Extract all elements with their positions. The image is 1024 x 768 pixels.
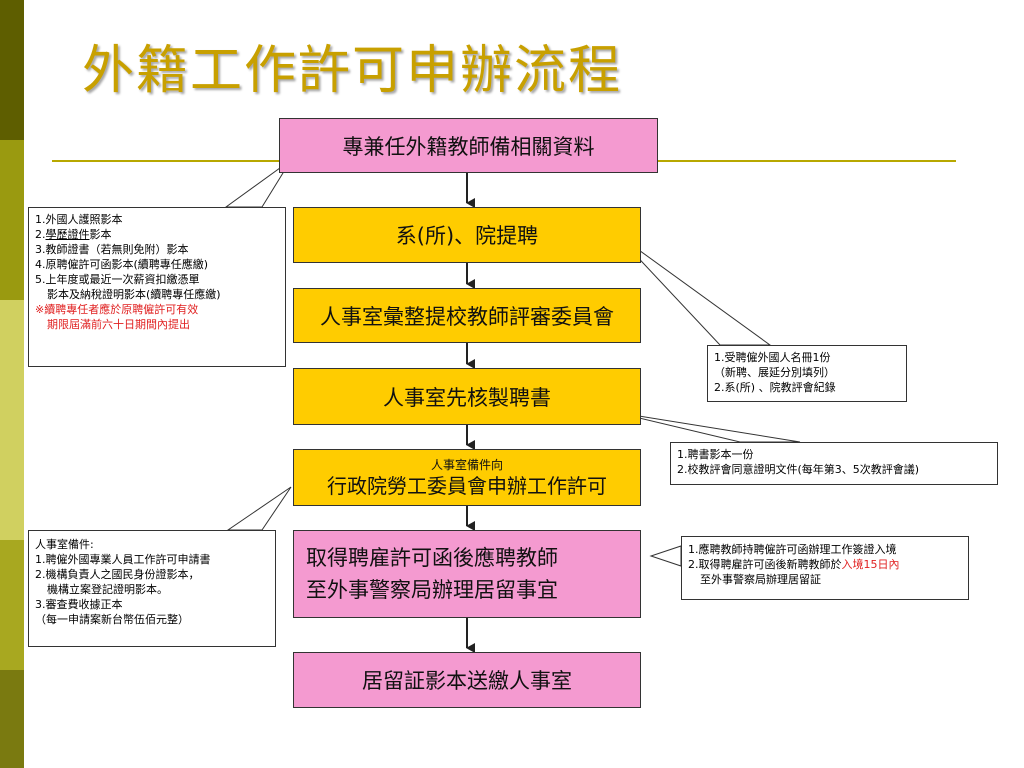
sidebar-decoration <box>0 0 24 768</box>
note-line: 1.聘僱外國專業人員工作許可申請書 <box>35 553 211 566</box>
note-line: 1.應聘教師持聘僱許可函辦理工作簽證入境 <box>688 543 897 556</box>
step-label: 人事室彙整提校教師評審委員會 <box>320 304 614 329</box>
sidebar-segment <box>0 140 24 300</box>
step-label: 行政院勞工委員會申辦工作許可 <box>327 473 607 498</box>
note-line: 2.校教評會同意證明文件(每年第3、5次教評會議) <box>677 463 920 476</box>
step-sublabel: 人事室備件向 <box>430 457 503 472</box>
step-label-line1: 取得聘雇許可函後應聘教師 <box>306 546 558 570</box>
sidebar-segment <box>0 0 24 140</box>
note-line: 3.審查費收據正本 <box>35 598 123 611</box>
note-warning-line: ※續聘專任者應於原聘僱許可有效 <box>35 303 199 316</box>
title-divider-right <box>658 160 956 162</box>
note-line: 2.取得聘雇許可函後新聘教師於入境15日內 <box>688 558 900 571</box>
note-contract-documents: 1.聘書影本一份 2.校教評會同意證明文件(每年第3、5次教評會議) <box>670 442 998 485</box>
title-divider-left <box>52 160 280 162</box>
note-line: （新聘、展延分別填列） <box>714 366 835 379</box>
sidebar-segment <box>0 540 24 670</box>
callout-pointer <box>613 411 801 443</box>
note-police-registration: 1.應聘教師持聘僱許可函辦理工作簽證入境 2.取得聘雇許可函後新聘教師於入境15… <box>681 536 969 600</box>
note-line: （每一申請案新台幣伍佰元整） <box>35 613 189 626</box>
note-line: 2.系(所) 、院教評會紀錄 <box>714 381 836 394</box>
note-line: 影本及納稅證明影本(續聘專任應繳) <box>47 288 221 301</box>
step-prepare-documents: 專兼任外籍教師備相關資料 <box>279 118 658 173</box>
step-label-line2: 至外事警察局辦理居留事宜 <box>306 578 558 602</box>
step-label: 專兼任外籍教師備相關資料 <box>342 134 595 159</box>
sidebar-segment <box>0 670 24 768</box>
step-apply-work-permit: 人事室備件向 行政院勞工委員會申辦工作許可 <box>293 449 641 506</box>
page-title: 外籍工作許可申辦流程 <box>82 41 623 101</box>
step-label: 居留証影本送繳人事室 <box>362 669 572 693</box>
note-line: 1.外國人護照影本 <box>35 213 123 226</box>
note-line: 1.受聘僱外國人名冊1份 <box>714 351 831 364</box>
note-warning-line: 期限屆滿前六十日期間內提出 <box>47 318 190 331</box>
step-submit-residence-copy: 居留証影本送繳人事室 <box>293 652 641 708</box>
note-required-documents: 1.外國人護照影本 2.學歷證件影本 3.教師證書（若無則免附）影本 4.原聘僱… <box>28 207 286 367</box>
note-line: 3.教師證書（若無則免附）影本 <box>35 243 189 256</box>
underlined-text: 學歷證件 <box>45 228 90 241</box>
note-line: 機構立案登記證明影本。 <box>47 583 168 596</box>
note-line: 1.聘書影本一份 <box>677 448 754 461</box>
step-residence-permit: 取得聘雇許可函後應聘教師 至外事警察局辦理居留事宜 <box>293 530 641 618</box>
highlight-text: 入境15日內 <box>841 558 900 571</box>
note-line: 2.學歷證件影本 <box>35 228 112 241</box>
step-review-committee: 人事室彙整提校教師評審委員會 <box>293 288 641 343</box>
note-line: 2.機構負責人之國民身份證影本， <box>35 568 200 581</box>
note-line: 4.原聘僱許可函影本(續聘專任應繳) <box>35 258 209 271</box>
note-line: 人事室備件: <box>35 538 94 551</box>
callout-pointer <box>649 545 682 567</box>
note-labor-application: 人事室備件: 1.聘僱外國專業人員工作許可申請書 2.機構負責人之國民身份證影本… <box>28 530 276 647</box>
callout-pointer <box>226 486 292 531</box>
note-department-records: 1.受聘僱外國人名冊1份 （新聘、展延分別填列） 2.系(所) 、院教評會紀錄 <box>707 345 907 402</box>
sidebar-segment <box>0 300 24 540</box>
step-label: 人事室先核製聘書 <box>383 385 551 410</box>
step-issue-contract: 人事室先核製聘書 <box>293 368 641 425</box>
step-label: 系(所)、院提聘 <box>395 224 539 248</box>
note-line: 5.上年度或最近一次薪資扣繳憑單 <box>35 273 200 286</box>
step-department-nomination: 系(所)、院提聘 <box>293 207 641 263</box>
note-line: 至外事警察局辦理居留証 <box>700 573 821 586</box>
